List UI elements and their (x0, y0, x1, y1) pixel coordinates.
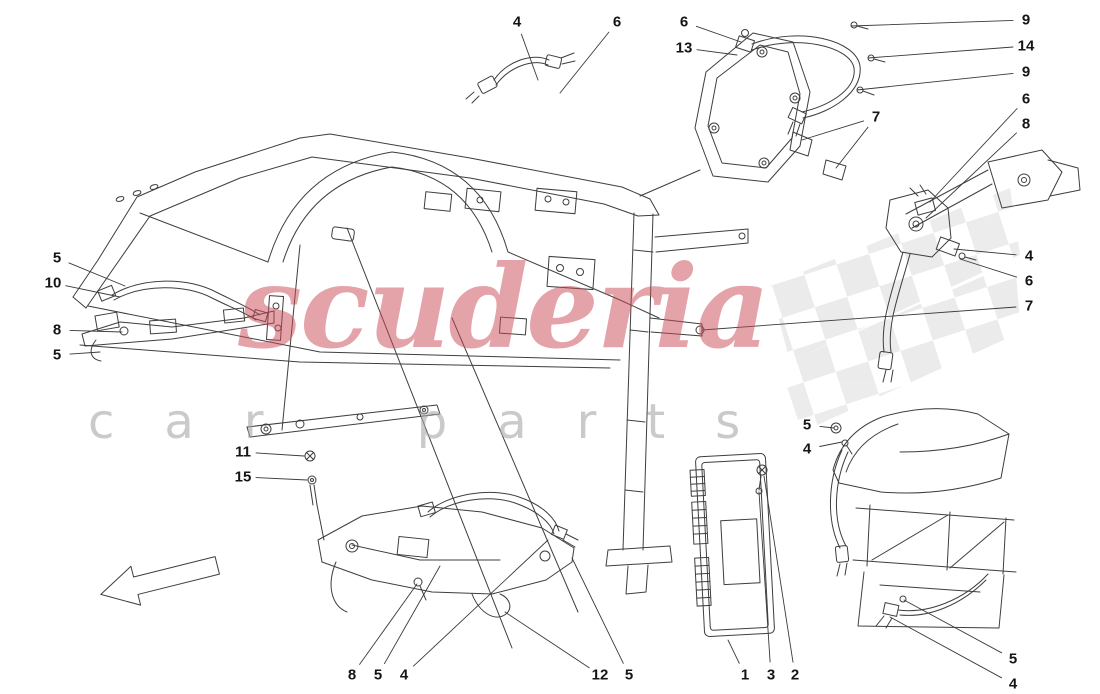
part-callout-5: 5 (52, 249, 62, 267)
part-callout-12: 12 (591, 666, 609, 684)
part-callout-5: 5 (52, 346, 62, 364)
part-callout-8: 8 (347, 666, 357, 684)
top-cable-switch (465, 52, 576, 104)
right-hinge-mechanism (877, 149, 1081, 383)
mid-bracket-plate (246, 404, 441, 541)
part-callout-4: 4 (1008, 675, 1018, 693)
part-callout-4: 4 (399, 666, 409, 684)
part-callout-5: 5 (373, 666, 383, 684)
part-callout-7: 7 (1024, 297, 1034, 315)
checkered-flag-watermark (770, 188, 1021, 432)
part-callout-1: 1 (740, 666, 750, 684)
part-callout-13: 13 (675, 39, 693, 57)
part-callout-9: 9 (1021, 63, 1031, 81)
leader-lines (65, 19, 1018, 679)
left-latch-cable (81, 280, 275, 362)
chassis-frame (72, 133, 749, 649)
part-callout-4: 4 (1024, 247, 1034, 265)
part-callout-5: 5 (1008, 650, 1018, 668)
part-callout-4: 4 (512, 13, 522, 31)
part-callout-14: 14 (1017, 37, 1035, 55)
part-callout-11: 11 (235, 443, 251, 461)
part-callout-15: 15 (234, 468, 252, 486)
direction-arrow-icon (100, 556, 220, 606)
part-callout-6: 6 (679, 13, 689, 31)
part-callout-2: 2 (790, 666, 800, 684)
part-callout-6: 6 (1021, 90, 1031, 108)
top-right-bracket-cable (639, 21, 886, 197)
part-callout-7: 7 (871, 108, 881, 126)
part-callout-6: 6 (1024, 272, 1034, 290)
part-callout-8: 8 (52, 321, 62, 339)
part-callout-6: 6 (612, 13, 622, 31)
part-callout-5: 5 (624, 666, 634, 684)
part-callout-3: 3 (766, 666, 776, 684)
part-callout-4: 4 (802, 440, 812, 458)
part-callout-5: 5 (802, 416, 812, 434)
part-callout-9: 9 (1021, 11, 1031, 29)
part-callout-10: 10 (44, 274, 62, 292)
part-callout-8: 8 (1021, 115, 1031, 133)
roof-flap-assembly (829, 408, 1017, 629)
ecu-unit (689, 453, 775, 637)
